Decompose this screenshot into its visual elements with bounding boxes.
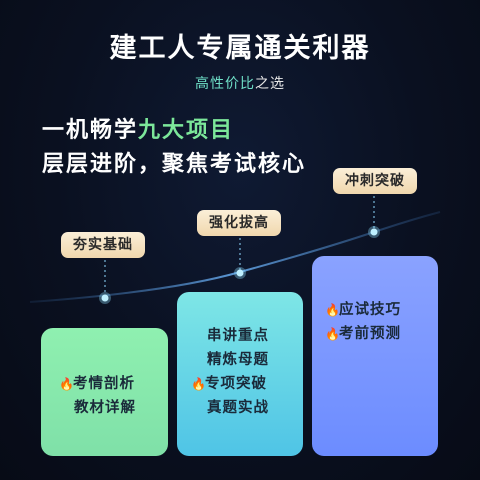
card-item: 🔥考前预测: [312, 322, 438, 346]
progress-node-icon: [234, 267, 246, 279]
stage-pill-2: 强化拔高: [197, 210, 281, 236]
fire-icon: 🔥: [325, 303, 341, 317]
card-item: 串讲重点: [207, 328, 269, 344]
card-item: 精炼母题: [207, 352, 269, 368]
headline-accent: 九大项目: [138, 118, 235, 143]
fire-icon: 🔥: [59, 377, 75, 391]
subtitle-rest: 之选: [255, 76, 285, 92]
card-item: 🔥应试技巧: [312, 298, 438, 322]
progress-node-icon: [368, 226, 380, 238]
fire-icon: 🔥: [325, 327, 341, 341]
card-item: 🔥考情剖析: [41, 372, 168, 396]
stage-card-2: 串讲重点 精炼母题 🔥专项突破 真题实战: [177, 292, 303, 456]
stage-card-3: 🔥应试技巧 🔥考前预测: [312, 256, 438, 456]
subtitle: 高性价比之选: [0, 73, 480, 93]
headline-prefix: 一机畅学: [42, 118, 139, 143]
subtitle-highlight: 高性价比: [195, 76, 255, 92]
headline-line-2: 层层进阶，聚焦考试核心: [42, 152, 307, 177]
card-item: 🔥专项突破: [177, 372, 303, 396]
card-item: 教材详解: [74, 400, 136, 416]
card-item: 真题实战: [207, 400, 269, 416]
headline-line-1: 一机畅学九大项目: [42, 112, 234, 144]
stage-card-1: 🔥考情剖析 教材详解: [41, 328, 168, 456]
progress-curve-line: [29, 211, 441, 303]
stage-pill-3: 冲刺突破: [333, 168, 417, 194]
progress-node-icon: [99, 292, 111, 304]
stage-pill-1: 夯实基础: [61, 232, 145, 258]
fire-icon: 🔥: [191, 377, 207, 391]
page-title: 建工人专属通关利器: [109, 33, 371, 64]
